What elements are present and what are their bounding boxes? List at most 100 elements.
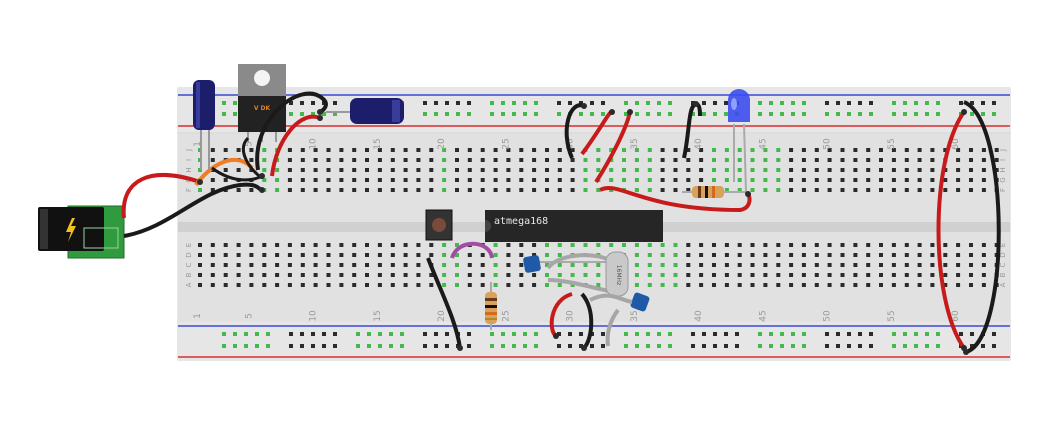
breadboard-hole: [545, 158, 549, 162]
breadboard-hole: [493, 283, 498, 287]
breadboard-hole: [956, 188, 961, 192]
breadboard-hole: [801, 178, 806, 182]
breadboard-hole: [583, 243, 588, 247]
breadboard-hole: [456, 112, 460, 116]
breadboard-hole: [455, 158, 459, 162]
row-letter-label: D: [185, 252, 193, 257]
breadboard-hole: [789, 283, 794, 287]
breadboard-hole: [339, 273, 344, 277]
breadboard-hole: [434, 112, 438, 116]
breadboard-hole: [801, 168, 806, 172]
breadboard-hole: [853, 168, 858, 172]
breadboard-hole: [442, 263, 447, 267]
breadboard-hole: [570, 148, 575, 152]
breadboard-hole: [287, 188, 292, 192]
breadboard-hole: [866, 148, 871, 152]
breadboard-hole: [429, 168, 434, 172]
breadboard-hole: [583, 263, 588, 267]
breadboard-hole: [545, 253, 549, 257]
breadboard-hole: [326, 273, 331, 277]
breadboard-hole: [646, 344, 650, 348]
breadboard-hole: [210, 283, 215, 287]
breadboard-hole: [847, 101, 851, 105]
breadboard-hole: [802, 112, 806, 116]
breadboard-hole: [814, 148, 819, 152]
breadboard-hole: [233, 344, 237, 348]
breadboard-hole: [914, 101, 918, 105]
breadboard-hole: [609, 178, 614, 182]
breadboard-hole: [255, 344, 259, 348]
wire-red-jack: [121, 173, 201, 219]
breadboard-hole: [836, 332, 840, 336]
breadboard-hole: [210, 273, 215, 277]
breadboard-hole: [691, 101, 695, 105]
crystal-label: 16MHz: [615, 265, 622, 285]
breadboard-hole: [724, 148, 729, 152]
breadboard-hole: [750, 158, 755, 162]
breadboard-hole: [609, 243, 614, 247]
breadboard-hole: [956, 178, 961, 182]
column-number-label: 60: [951, 310, 961, 322]
breadboard-hole: [365, 243, 369, 247]
breadboard-hole: [416, 148, 421, 152]
ceramic-capacitor-2: [630, 292, 650, 312]
breadboard-hole: [914, 112, 918, 116]
breadboard-hole: [713, 101, 717, 105]
breadboard-hole: [356, 332, 360, 336]
breadboard-hole: [791, 344, 795, 348]
breadboard-hole: [635, 332, 639, 336]
breadboard-hole: [925, 101, 929, 105]
breadboard-hole: [917, 158, 922, 162]
breadboard-hole: [532, 253, 537, 257]
breadboard-hole: [866, 273, 871, 277]
breadboard-hole: [262, 273, 267, 277]
row-letter-label: B: [185, 272, 193, 277]
breadboard-hole: [943, 148, 948, 152]
breadboard-hole: [313, 148, 318, 152]
breadboard-hole: [506, 188, 511, 192]
breadboard-hole: [442, 158, 447, 162]
breadboard-hole: [403, 148, 408, 152]
breadboard-hole: [416, 168, 421, 172]
breadboard-hole: [634, 273, 639, 277]
breadboard-hole: [802, 344, 806, 348]
breadboard-hole: [198, 273, 202, 277]
breadboard-hole: [236, 273, 241, 277]
breadboard-hole: [262, 253, 267, 257]
breadboard-hole: [377, 178, 382, 182]
breadboard-hole: [758, 332, 762, 336]
breadboard-hole: [930, 158, 935, 162]
breadboard-hole: [557, 344, 561, 348]
breadboard-hole: [557, 253, 562, 257]
breadboard-hole: [825, 112, 829, 116]
breadboard-hole: [442, 273, 447, 277]
breadboard-hole: [724, 263, 729, 267]
breadboard-hole: [467, 283, 472, 287]
breadboard-hole: [917, 263, 922, 267]
breadboard-hole: [506, 263, 511, 267]
row-letter-label: E: [999, 243, 1007, 247]
breadboard-hole: [222, 101, 226, 105]
row-letter-label: D: [999, 252, 1007, 257]
breadboard-hole: [579, 332, 583, 336]
breadboard-hole: [660, 263, 665, 267]
breadboard-hole: [532, 148, 537, 152]
breadboard-hole: [866, 253, 871, 257]
breadboard-hole: [326, 188, 331, 192]
breadboard-hole: [445, 332, 449, 336]
row-letter-label: G: [999, 177, 1007, 182]
breadboard-hole: [403, 273, 408, 277]
breadboard-hole: [313, 253, 318, 257]
breadboard-hole: [377, 253, 382, 257]
breadboard-hole: [686, 188, 691, 192]
breadboard-hole: [262, 263, 267, 267]
breadboard-hole: [981, 283, 986, 287]
breadboard-hole: [737, 168, 742, 172]
breadboard-hole: [210, 178, 215, 182]
breadboard-hole: [904, 263, 909, 267]
breadboard-hole: [769, 344, 773, 348]
breadboard-hole: [917, 283, 922, 287]
breadboard-hole: [780, 101, 784, 105]
breadboard-hole: [959, 101, 963, 105]
